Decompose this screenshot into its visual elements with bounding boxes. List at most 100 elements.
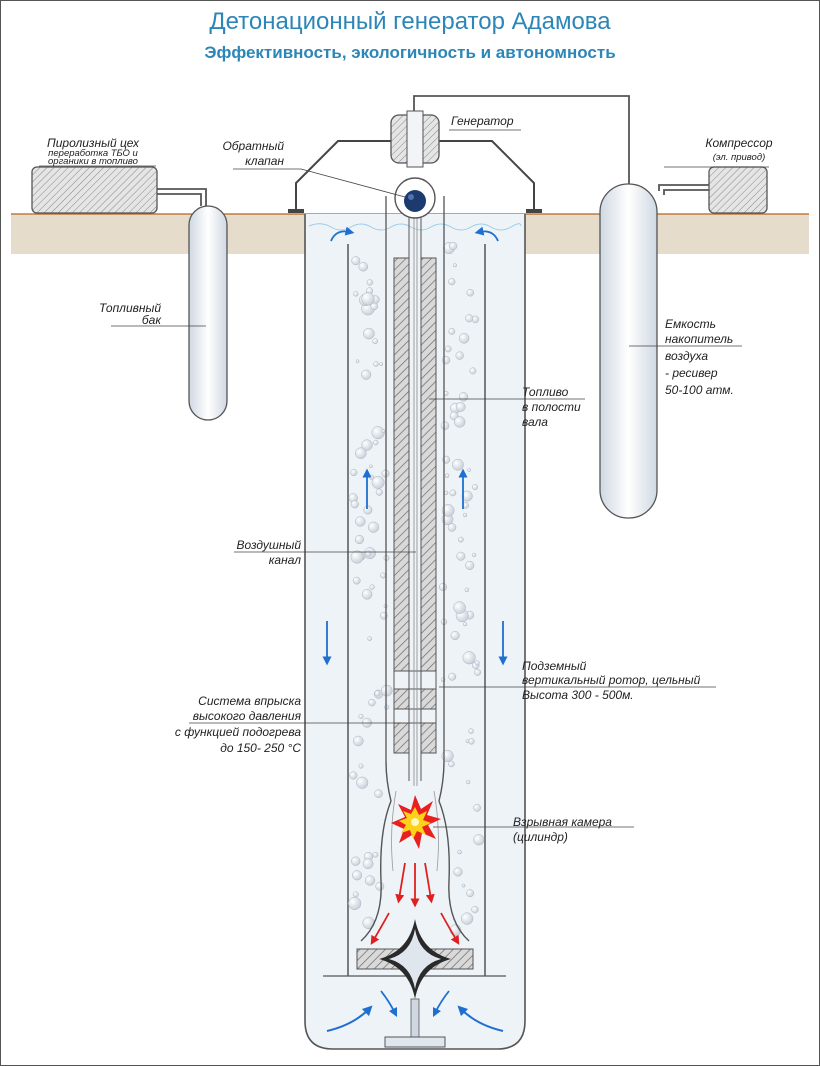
air-channel-label-2: канал [269, 553, 301, 567]
bubble [465, 560, 475, 570]
bubble [449, 241, 458, 251]
bubble [352, 576, 361, 585]
bubble [450, 630, 460, 641]
bubble [366, 279, 373, 286]
bubble [460, 912, 474, 925]
rotor-shaft [385, 196, 445, 786]
generator-label: Генератор [451, 114, 514, 128]
injection-label-3: с функцией подогрева [175, 725, 301, 739]
bubble [358, 713, 364, 719]
bubble [462, 512, 468, 518]
bubble [365, 550, 372, 557]
bubble [473, 834, 485, 846]
blast-arrows [370, 862, 460, 945]
bubble [358, 261, 369, 272]
compressor-label-1: Компрессор [705, 136, 772, 150]
bubble [452, 263, 457, 268]
bubble [465, 739, 470, 743]
bubble [444, 490, 449, 495]
bubble [438, 582, 448, 592]
bubble [380, 684, 393, 697]
bubble [452, 458, 464, 471]
bubble [448, 760, 455, 768]
bubble [362, 858, 374, 870]
generator [390, 110, 440, 168]
bubble [458, 536, 464, 543]
fuel-shaft-label-3: вала [522, 415, 548, 429]
bubble [370, 302, 378, 311]
bubble [454, 416, 466, 428]
bubble [372, 851, 379, 858]
bubble [349, 771, 358, 780]
bubble [474, 668, 482, 676]
inner-cylinder [347, 244, 486, 976]
well-casing [304, 214, 526, 1050]
bubble [467, 468, 471, 472]
check-valve-label-1: Обратный [222, 139, 284, 153]
bubble [373, 439, 379, 446]
compressor [708, 166, 768, 214]
bubble [379, 362, 384, 367]
bubble [453, 601, 466, 614]
bubble [361, 369, 372, 380]
fuel-shaft-label-2: в полости [522, 400, 581, 414]
bubble [384, 704, 390, 710]
injection-label-1: Система впрыска [198, 694, 301, 708]
fuel-shaft-label-1: Топливо [522, 385, 569, 399]
pyrolysis-label-1: Пиролизный цех [47, 136, 140, 150]
bubble [458, 392, 469, 402]
bubble [466, 889, 475, 898]
bubble [466, 288, 475, 297]
bubble [444, 345, 452, 353]
bubble [373, 361, 379, 367]
bubble [367, 521, 380, 533]
injection-label-4: до 150- 250 °С [220, 741, 301, 755]
explosion-chamber [360, 760, 470, 942]
bubble [361, 292, 375, 306]
bubble [447, 523, 457, 532]
bubble [368, 698, 376, 707]
bubble [353, 735, 364, 747]
bubble [457, 849, 462, 855]
bubble [473, 803, 481, 812]
bubble [448, 278, 456, 286]
bubble [353, 291, 359, 297]
bubble [374, 690, 381, 697]
bubble [351, 256, 361, 266]
air-bubbles [348, 241, 485, 937]
check-valve-label-2: клапан [245, 154, 284, 168]
pyrolysis-label-3: органики в топливо [48, 156, 138, 167]
flow-arrows [322, 468, 508, 1032]
chamber-label-2: (цилиндр) [513, 830, 568, 844]
check-valve [394, 177, 436, 219]
bubble [472, 484, 478, 491]
bubble [441, 504, 455, 517]
bubble [369, 464, 373, 469]
bubble [449, 489, 457, 497]
bubble [448, 328, 456, 335]
top-support [288, 140, 542, 213]
bubble [375, 488, 383, 496]
bubble [469, 367, 477, 375]
labels: Генератор Обратный клапан Пиролизный цех… [47, 114, 773, 844]
bubble [455, 351, 464, 360]
bubble [371, 426, 385, 440]
bubble [354, 534, 364, 545]
bubble [471, 905, 479, 914]
bubble [465, 314, 474, 323]
receiver-label-2: накопитель [665, 332, 733, 346]
receiver-label-5: 50-100 атм. [665, 383, 734, 397]
bubble [381, 429, 386, 433]
bubble [471, 552, 477, 558]
fuel-tank [188, 205, 228, 421]
compressor-label-2: (эл. привод) [713, 152, 766, 163]
bubble [380, 572, 387, 579]
bubble [355, 447, 367, 459]
bubble [455, 402, 466, 412]
bubble [350, 468, 358, 477]
leader-lines [39, 129, 769, 828]
bubble [351, 856, 361, 866]
bubble [468, 738, 475, 745]
bubble [461, 490, 473, 502]
bubble [462, 651, 476, 665]
